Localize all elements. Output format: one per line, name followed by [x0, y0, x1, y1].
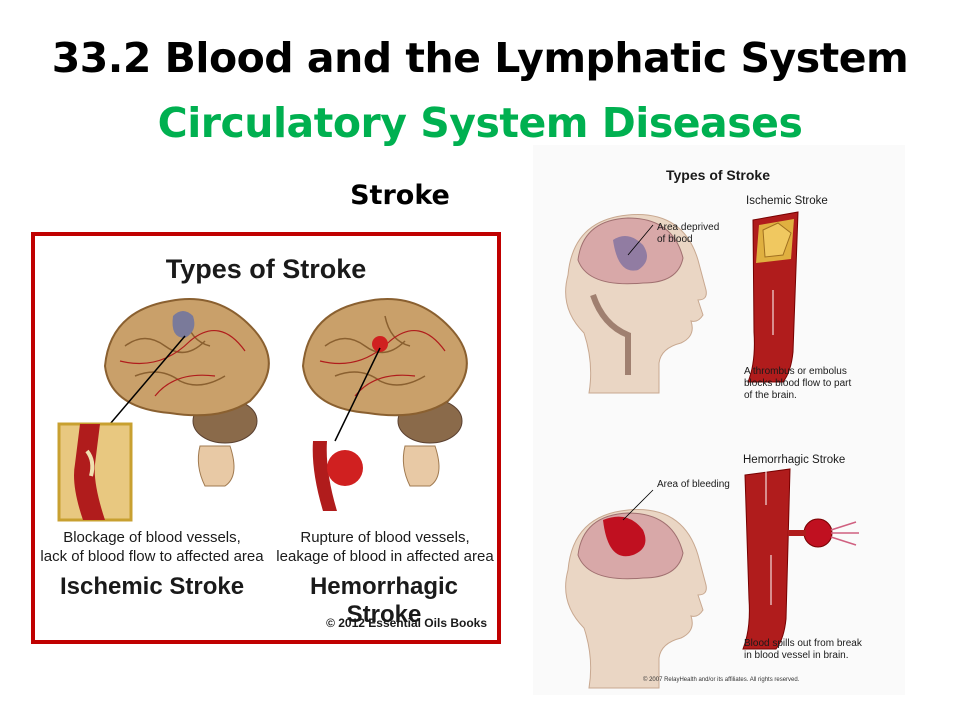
ischemic-caption-line-2: lack of blood flow to affected area [40, 548, 264, 565]
hemorrhagic-desc-line-2: in blood vessel in brain. [744, 650, 849, 661]
area-bleeding-label: Area of bleeding [657, 479, 730, 490]
left-stroke-figure: Types of Stroke Blockage of blood vessel… [31, 232, 501, 644]
right-figure-illustration [565, 211, 859, 689]
right-ischemic-heading: Ischemic Stroke [746, 195, 828, 207]
hemorrhagic-caption-line-1: Rupture of blood vessels, [300, 529, 470, 546]
ischemic-desc-line-1: A thrombus or embolus [744, 366, 847, 377]
area-deprived-line-2: of blood [657, 234, 693, 245]
hemorrhagic-vessel-illustration [312, 441, 363, 511]
ischemic-head-illustration [565, 214, 707, 394]
hemorrhagic-head-illustration [565, 489, 707, 689]
left-figure-copyright: © 2012 Essential Oils Books [326, 616, 487, 630]
slide-subtitle: Circulatory System Diseases [157, 99, 803, 147]
area-deprived-label: Area deprived of blood [657, 222, 719, 246]
area-deprived-line-1: Area deprived [657, 222, 720, 233]
hemorrhagic-vessel-illustration [742, 465, 859, 650]
ischemic-desc-line-2: blocks blood flow to part [744, 378, 852, 389]
ischemic-caption: Blockage of blood vessels, lack of blood… [39, 528, 265, 566]
left-figure-illustration [57, 298, 468, 522]
left-figure-title: Types of Stroke [165, 254, 367, 284]
slide-title: 33.2 Blood and the Lymphatic System [51, 34, 909, 82]
ischemic-stroke-label: Ischemic Stroke [59, 573, 245, 600]
hemorrhagic-brain-illustration [301, 298, 468, 487]
ischemic-caption-line-1: Blockage of blood vessels, [63, 529, 241, 546]
ischemic-description: A thrombus or embolus blocks blood flow … [744, 366, 851, 402]
hemorrhagic-description: Blood spills out from break in blood ves… [744, 638, 862, 662]
hemorrhagic-desc-line-1: Blood spills out from break [744, 638, 862, 649]
section-label: Stroke [350, 180, 450, 211]
ischemic-desc-line-3: of the brain. [744, 390, 797, 401]
ischemic-vessel-inset [57, 422, 133, 522]
right-hemorrhagic-heading: Hemorrhagic Stroke [743, 454, 846, 466]
right-figure-copyright: © 2007 RelayHealth and/or its affiliates… [643, 677, 800, 683]
right-stroke-figure: Types of Stroke Ischemic Stroke Area dep… [533, 145, 905, 695]
ischemic-brain-illustration [103, 298, 270, 487]
ischemic-vessel-illustration [747, 211, 799, 383]
hemorrhagic-stroke-label: Hemorrhagic Stroke [309, 573, 459, 628]
right-figure-title: Types of Stroke [666, 167, 770, 183]
hemorrhagic-caption: Rupture of blood vessels, leakage of blo… [275, 528, 495, 566]
hemorrhagic-caption-line-2: leakage of blood in affected area [276, 548, 494, 565]
